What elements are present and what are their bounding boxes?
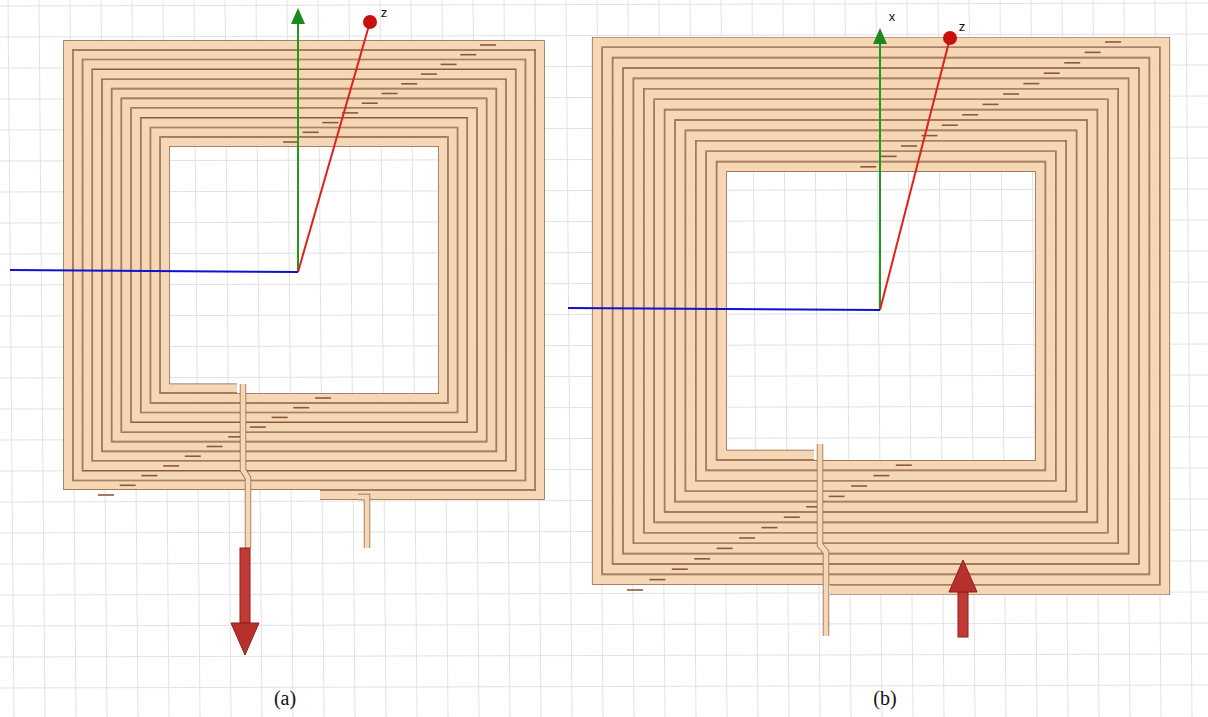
- mesh-mark: [881, 156, 897, 158]
- mesh-mark: [441, 64, 457, 66]
- axis-ball: [363, 15, 377, 29]
- mesh-mark: [627, 589, 643, 591]
- mesh-mark: [1023, 83, 1039, 85]
- mesh-mark: [293, 407, 309, 409]
- axis-arrowhead: [291, 8, 305, 24]
- mesh-mark: [401, 83, 417, 85]
- axis-label: z: [381, 6, 388, 19]
- spiral-coil: [597, 42, 1165, 636]
- mesh-mark: [322, 122, 338, 124]
- x-axis-line: [879, 42, 881, 310]
- mesh-mark: [1003, 93, 1019, 95]
- mesh-mark: [761, 527, 777, 529]
- mesh-mark: [315, 397, 331, 399]
- inner-lead-outline: [820, 444, 826, 636]
- mesh-mark: [860, 166, 876, 168]
- mesh-mark: [272, 417, 288, 419]
- mesh-mark: [303, 132, 319, 134]
- grid-line: [0, 34, 1208, 37]
- port-arrow: [231, 548, 259, 655]
- mesh-mark: [1105, 41, 1121, 43]
- mesh-mark: [851, 485, 867, 487]
- z-axis-line: [298, 22, 370, 272]
- grid-line: [39, 0, 45, 717]
- coordinate-axes: [568, 28, 957, 310]
- mesh-mark: [942, 124, 958, 126]
- mesh-mark: [141, 475, 157, 477]
- axis-label: z: [959, 20, 966, 33]
- arrow-head: [231, 623, 259, 655]
- inner-lead: [820, 444, 826, 636]
- z-axis-line: [880, 38, 950, 310]
- mesh-mark: [382, 93, 398, 95]
- mesh-mark: [1044, 72, 1060, 74]
- mesh-mark: [421, 73, 437, 75]
- mesh-mark: [362, 102, 378, 104]
- arrow-head: [949, 560, 977, 592]
- mesh-mark: [98, 494, 114, 496]
- mesh-mark: [460, 54, 476, 56]
- mesh-mark: [207, 446, 223, 448]
- inner-lead: [243, 384, 248, 548]
- mesh-mark: [896, 464, 912, 466]
- axis-arrowhead: [873, 28, 887, 44]
- panel-label: (b): [873, 688, 896, 708]
- mesh-mark: [784, 516, 800, 518]
- mesh-mark: [901, 145, 917, 147]
- panel-label: (a): [274, 688, 296, 708]
- grid-line: [0, 685, 1208, 688]
- mesh-mark: [739, 537, 755, 539]
- mesh-mark: [1064, 62, 1080, 64]
- mesh-mark: [185, 455, 201, 457]
- mesh-mark: [672, 568, 688, 570]
- mesh-mark: [480, 44, 496, 46]
- mesh-mark: [829, 496, 845, 498]
- mesh-mark: [250, 426, 266, 428]
- grid-line: [1186, 0, 1192, 717]
- mesh-mark: [163, 465, 179, 467]
- grid-line: [8, 0, 14, 717]
- grid-line: [0, 623, 1208, 626]
- spiral-coil: [68, 45, 540, 548]
- arrow-shaft: [240, 548, 250, 623]
- grid-line: [0, 654, 1208, 657]
- grid-line: [566, 0, 572, 717]
- mesh-mark: [717, 548, 733, 550]
- mesh-mark: [1085, 52, 1101, 54]
- coil-trace: [597, 42, 1165, 590]
- axis-label: x: [889, 10, 896, 23]
- outer-lead: [358, 497, 367, 548]
- mesh-mark: [283, 141, 299, 143]
- mesh-mark: [962, 114, 978, 116]
- mesh-mark: [873, 475, 889, 477]
- mesh-mark: [694, 558, 710, 560]
- y-axis-line: [10, 270, 298, 272]
- coordinate-axes: [10, 8, 377, 272]
- mesh-mark: [649, 579, 665, 581]
- x-axis-line: [297, 22, 299, 272]
- mesh-mark: [983, 104, 999, 106]
- mesh-mark: [120, 484, 136, 486]
- grid-line: [0, 3, 1208, 6]
- port-arrow: [949, 560, 977, 637]
- y-axis-line: [568, 308, 880, 310]
- arrow-shaft: [958, 592, 968, 637]
- mesh-marks: [627, 42, 1121, 590]
- outer-lead-outline: [358, 497, 367, 548]
- inner-lead-outline: [243, 384, 248, 548]
- axis-ball: [943, 31, 957, 45]
- coil-trace-outline: [597, 42, 1165, 590]
